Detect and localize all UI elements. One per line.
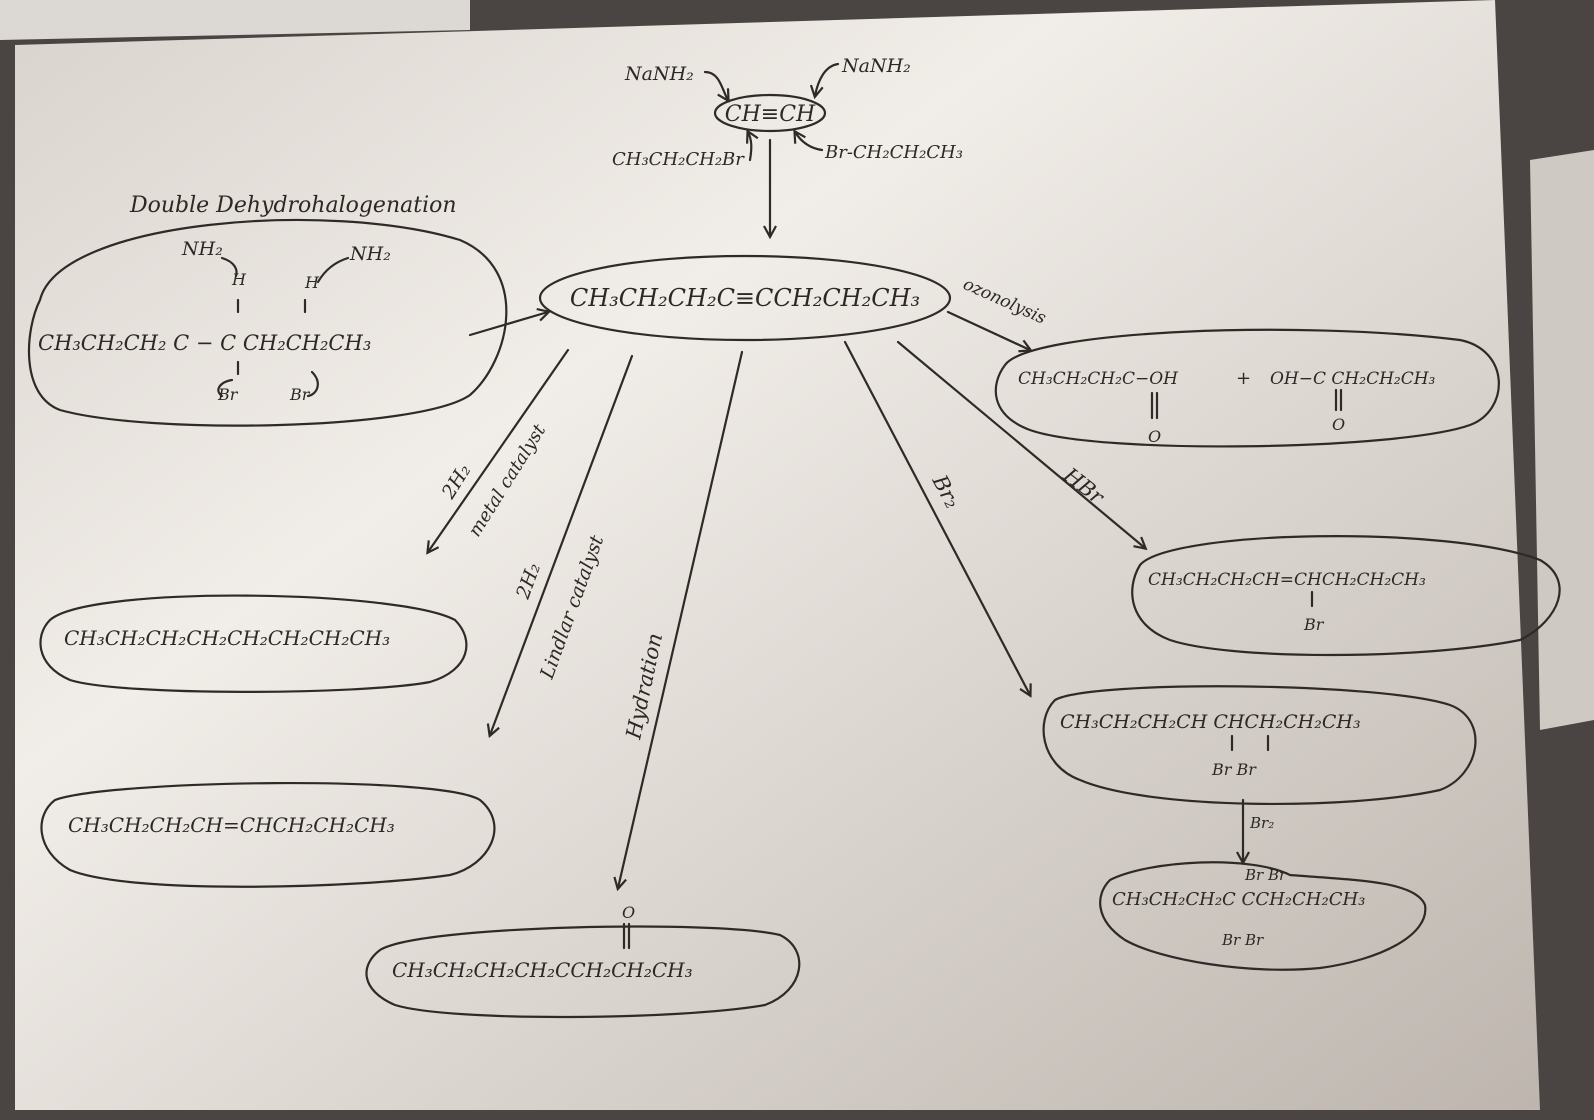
arrow-br2 [843,340,1030,695]
dehydro-title: Double Dehydrohalogenation [129,193,457,218]
ozonolysis-plus: + [1236,368,1251,389]
reagent-nanh2-right: NaNH₂ [841,55,911,77]
alkyne-ellipse [538,254,952,342]
lindlar-product-ellipse [40,781,496,888]
acetylene-ellipse [713,93,827,133]
tetrabromide-bottom-substituents: Br Br [1221,931,1264,949]
arrow-ozonolysis [946,310,1030,350]
dehydro-curl-right [316,256,350,284]
dehydro-h-right: H [304,273,320,292]
dehydro-br-left: Br [217,385,239,404]
hbr-product: CH₃CH₂CH₂CH=CHCH₂CH₂CH₃ [1148,570,1426,590]
arrow-hbr [896,340,1145,548]
hydration-oxygen: O [622,903,635,922]
alkyl-bromide-right: Br-CH₂CH₂CH₃ [824,142,963,163]
arrow-metal-hydrogenation [428,348,570,552]
tetrabromide-top-substituents: Br Br [1244,866,1287,884]
tetrabromide-product: CH₃CH₂CH₂C CCH₂CH₂CH₃ [1112,889,1365,910]
alkyne-label: CH₃CH₂CH₂C≡CCH₂CH₂CH₃ [570,284,920,312]
br2-product: CH₃CH₂CH₂CH CHCH₂CH₂CH₃ [1060,711,1361,733]
dehydro-ellipse [27,218,508,427]
metal-product: CH₃CH₂CH₂CH₂CH₂CH₂CH₂CH₃ [64,626,390,650]
paper-under [0,0,470,40]
hydration-product: CH₃CH₂CH₂CH₂CCH₂CH₂CH₃ [392,958,693,982]
ozonolysis-ellipse [994,328,1500,448]
tetrabromide-ellipse [1099,861,1427,971]
arrow-alkyl-left [748,132,751,162]
dehydro-br-right: Br [289,385,311,404]
arrow-alkyl-right [795,132,824,152]
ozonolysis-acid-left: CH₃CH₂CH₂C−OH [1018,369,1179,389]
hbr-substituent: Br [1303,615,1325,634]
dehydro-substrate: CH₃CH₂CH₂ C − C CH₂CH₂CH₃ [38,331,371,355]
lindlar-product: CH₃CH₂CH₂CH=CHCH₂CH₂CH₃ [68,813,395,837]
reagent-nanh2-left: NaNH₂ [624,63,694,85]
dehydro-base-right: NH₂ [349,243,391,265]
arrow-hydration [618,350,744,888]
ozonolysis-oxygen-left: O [1148,427,1161,446]
dehydro-h-left: H [231,270,247,289]
acetylene-label: CH≡CH [725,102,816,127]
alkyl-bromide-left: CH₃CH₂CH₂Br [612,149,745,170]
arrow-nanh2-left [703,70,728,100]
dehydro-curl-br-left [217,378,234,398]
br2-substituents: Br Br [1211,760,1257,779]
ozonolysis-oxygen-right: O [1332,415,1345,434]
arrow-lindlar [490,354,634,735]
arrow-dehydro-to-alkyne [468,312,548,337]
paper-edge-right [1530,150,1594,730]
dehydro-base-left: NH₂ [181,238,223,260]
hbr-ellipse [1131,535,1561,657]
arrow-nanh2-right [815,62,840,96]
dehydro-curl-left [220,256,238,278]
br2-ellipse [1042,685,1477,806]
tetrabromide-reagent: Br₂ [1249,814,1274,832]
metal-product-ellipse [39,594,468,693]
dehydro-curl-br-right [306,370,319,398]
paper-sheet [15,0,1540,1110]
ozonolysis-acid-right: OH−C CH₂CH₂CH₃ [1270,369,1436,389]
hydration-product-ellipse [365,925,801,1019]
